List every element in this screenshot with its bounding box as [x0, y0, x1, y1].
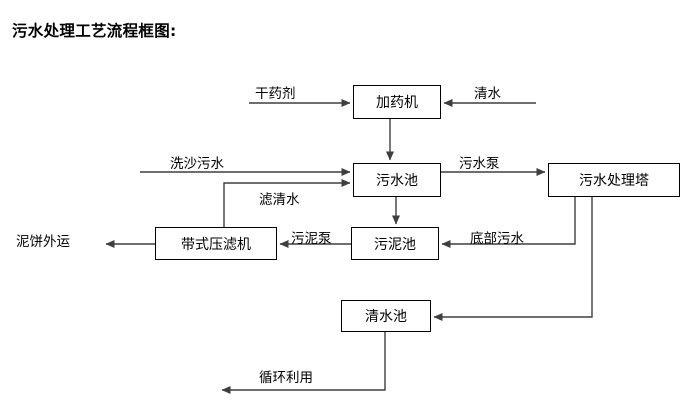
connector-tower-to-clean-water-pool [433, 197, 593, 321]
connector-tower-to-sludge-pool [441, 197, 576, 248]
node-label: 加药机 [376, 95, 418, 111]
node-belt-filter-press[interactable]: 带式压滤机 [155, 227, 277, 260]
page-title: 污水处理工艺流程框图: [12, 22, 177, 40]
node-label: 带式压滤机 [181, 236, 251, 253]
edge-label-dry-reagent: 干药剂 [255, 86, 296, 102]
node-sludge-pool[interactable]: 污泥池 [351, 227, 439, 260]
node-clean-water-pool[interactable]: 清水池 [341, 300, 431, 332]
edge-label-sludge-pump: 污泥泵 [291, 231, 332, 247]
edge-label-clean-water-in: 清水 [474, 86, 501, 102]
node-label: 污水处理塔 [579, 173, 649, 189]
edge-label-recycle-reuse: 循环利用 [259, 370, 313, 386]
connector-clean-water-pool-to-recycle [221, 332, 386, 394]
edge-label-sewage-pump: 污水泵 [459, 156, 500, 172]
node-dosing-machine[interactable]: 加药机 [353, 85, 441, 119]
node-sewage-treatment-tower[interactable]: 污水处理塔 [548, 163, 680, 197]
edge-label-sand-wash-sewage: 洗沙污水 [170, 156, 224, 172]
node-label: 污水池 [376, 173, 418, 189]
node-sewage-pool[interactable]: 污水池 [353, 163, 441, 197]
terminal-label-mud-cake-out: 泥饼外运 [16, 234, 70, 250]
connector-filtered-water-to-sewage-pool [223, 179, 351, 227]
node-label: 清水池 [365, 309, 407, 325]
node-label: 污泥池 [374, 236, 416, 253]
edge-label-bottom-sewage: 底部污水 [470, 231, 524, 247]
edge-label-filtered-water: 滤清水 [259, 192, 300, 208]
